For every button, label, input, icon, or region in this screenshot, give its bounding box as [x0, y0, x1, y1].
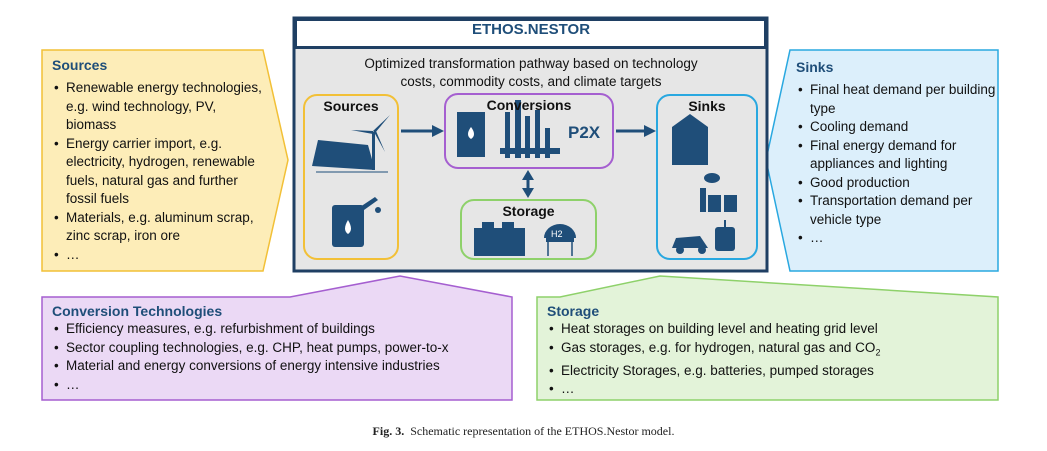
list-item-text: Gas storages, e.g. for hydrogen, natural…: [561, 339, 876, 355]
list-item: …: [798, 229, 996, 248]
inner-sinks-box: Sinks: [656, 94, 758, 260]
car-icon: [672, 236, 708, 254]
wind-turbine-icon: [351, 115, 390, 170]
list-item: Materials, e.g. aluminum scrap, zinc scr…: [54, 209, 267, 246]
battery-icon: [474, 222, 525, 256]
list-item: Electricity Storages, e.g. batteries, pu…: [549, 362, 997, 381]
list-item: …: [54, 246, 267, 265]
storage-title: Storage: [547, 303, 600, 319]
list-item: Gas storages, e.g. for hydrogen, natural…: [549, 339, 997, 362]
h2-label: H2: [551, 229, 563, 239]
list-item: Efficiency measures, e.g. refurbishment …: [54, 320, 512, 339]
main-subtitle: Optimized transformation pathway based o…: [296, 55, 766, 91]
subtitle-line: costs, commodity costs, and climate targ…: [400, 74, 662, 89]
sources-title: Sources: [52, 57, 108, 73]
list-item: Cooling demand: [798, 118, 996, 137]
storage-panel: Storage Heat storages on building level …: [547, 303, 997, 399]
main-title: ETHOS.NESTOR: [471, 21, 591, 38]
list-item: Good production: [798, 174, 996, 193]
list-item: Energy carrier import, e.g. electricity,…: [54, 135, 267, 209]
sources-panel: Sources Renewable energy technologies, e…: [52, 57, 267, 264]
sinks-title: Sinks: [796, 59, 834, 75]
conversion-technologies-title: Conversion Technologies: [52, 303, 223, 319]
list-item: …: [54, 376, 512, 395]
inner-sources-title: Sources: [323, 98, 379, 114]
co2-subscript: 2: [875, 347, 881, 358]
boiler-icon: [457, 112, 485, 157]
industrial-plant-icon: [500, 100, 560, 158]
sinks-panel: Sinks Final heat demand per building typ…: [796, 59, 996, 248]
list-item: Final energy demand for appliances and l…: [798, 137, 996, 174]
building-icon: [672, 114, 708, 165]
list-item: Sector coupling technologies, e.g. CHP, …: [54, 339, 512, 358]
subtitle-line: Optimized transformation pathway based o…: [364, 56, 698, 71]
factory-icon: [700, 173, 737, 212]
list-item: Final heat demand per building type: [798, 81, 996, 118]
caption-text: Schematic representation of the ETHOS.Ne…: [410, 424, 675, 438]
p2x-label: P2X: [568, 123, 601, 142]
fuel-canister-icon: [332, 197, 381, 247]
inner-conversions-box: Conversions P2X: [444, 93, 614, 169]
inner-conversions-title: Conversions: [486, 97, 572, 113]
solar-panel-icon: [312, 140, 388, 173]
list-item: Material and energy conversions of energ…: [54, 357, 512, 376]
inner-sources-box: Sources: [303, 94, 399, 260]
inner-sinks-title: Sinks: [688, 98, 726, 114]
list-item: …: [549, 380, 997, 399]
figure-caption: Fig. 3. Schematic representation of the …: [0, 424, 1047, 439]
caption-label: Fig. 3.: [372, 424, 405, 438]
conversion-technologies-panel: Conversion Technologies Efficiency measu…: [52, 303, 512, 394]
list-item: Transportation demand per vehicle type: [798, 192, 996, 229]
hydrogen-tank-icon: [544, 224, 576, 256]
inner-storage-box: Storage H2: [460, 199, 597, 260]
train-icon: [715, 220, 735, 251]
list-item: Heat storages on building level and heat…: [549, 320, 997, 339]
inner-storage-title: Storage: [502, 203, 555, 219]
list-item: Renewable energy technologies, e.g. wind…: [54, 79, 267, 135]
